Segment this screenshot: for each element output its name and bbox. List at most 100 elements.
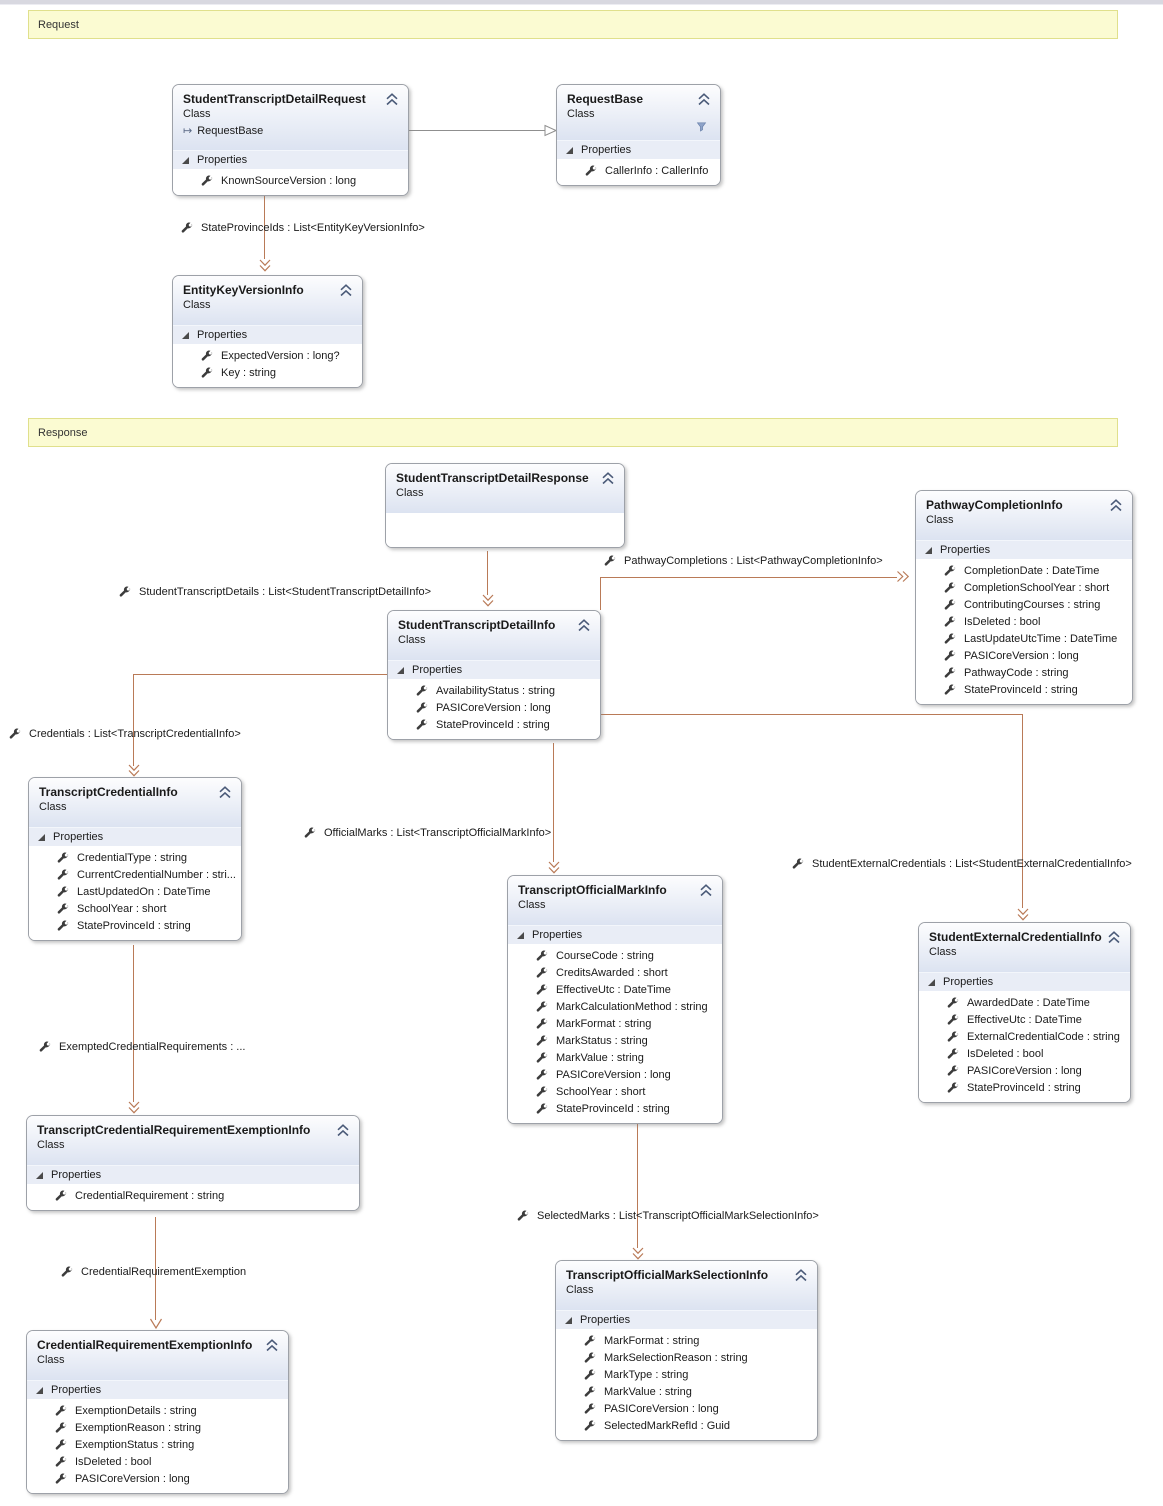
property-row[interactable]: IsDeleted : bool	[27, 1453, 288, 1470]
class-box-transcript-credential-info[interactable]: TranscriptCredentialInfo Class Propertie…	[28, 777, 242, 941]
property-row[interactable]: CredentialRequirement : string	[27, 1187, 359, 1204]
expander-icon[interactable]	[182, 156, 189, 164]
property-row[interactable]: CreditsAwarded : short	[508, 964, 722, 981]
property-row[interactable]: ExternalCredentialCode : string	[919, 1028, 1130, 1045]
property-row[interactable]: EffectiveUtc : DateTime	[919, 1011, 1130, 1028]
property-row[interactable]: KnownSourceVersion : long	[173, 172, 408, 189]
property-row[interactable]: MarkType : string	[556, 1366, 817, 1383]
collapse-chevron-icon[interactable]	[699, 884, 713, 897]
properties-bar[interactable]: Properties	[388, 660, 600, 679]
property-text: ExpectedVersion : long?	[221, 349, 340, 362]
properties-bar[interactable]: Properties	[29, 827, 241, 846]
property-row[interactable]: CallerInfo : CallerInfo	[557, 162, 720, 179]
class-box-student-external-credential-info[interactable]: StudentExternalCredentialInfo Class Prop…	[918, 922, 1131, 1103]
collapse-chevron-icon[interactable]	[218, 786, 232, 799]
collapse-chevron-icon[interactable]	[336, 1124, 350, 1137]
class-box-transcript-credential-requirement-exemption-info[interactable]: TranscriptCredentialRequirementExemption…	[26, 1115, 360, 1211]
property-row[interactable]: StateProvinceId : string	[388, 716, 600, 733]
property-row[interactable]: PASICoreVersion : long	[556, 1400, 817, 1417]
property-row[interactable]: ContributingCourses : string	[916, 596, 1132, 613]
property-row[interactable]: CompletionSchoolYear : short	[916, 579, 1132, 596]
properties-bar[interactable]: Properties	[916, 540, 1132, 559]
properties-bar[interactable]: Properties	[27, 1165, 359, 1184]
property-row[interactable]: ExemptionReason : string	[27, 1419, 288, 1436]
property-row[interactable]: CompletionDate : DateTime	[916, 562, 1132, 579]
properties-bar[interactable]: Properties	[27, 1380, 288, 1399]
properties-bar[interactable]: Properties	[556, 1310, 817, 1329]
expander-icon[interactable]	[38, 833, 45, 841]
property-row[interactable]: MarkValue : string	[508, 1049, 722, 1066]
property-row[interactable]: ExemptionStatus : string	[27, 1436, 288, 1453]
property-row[interactable]: SelectedMarkRefId : Guid	[556, 1417, 817, 1434]
class-box-transcript-official-mark-info[interactable]: TranscriptOfficialMarkInfo Class Propert…	[507, 875, 723, 1124]
properties-bar[interactable]: Properties	[173, 150, 408, 169]
property-row[interactable]: PASICoreVersion : long	[919, 1062, 1130, 1079]
expander-icon[interactable]	[517, 931, 524, 939]
property-row[interactable]: PASICoreVersion : long	[916, 647, 1132, 664]
collapse-chevron-icon[interactable]	[577, 619, 591, 632]
class-title: TranscriptOfficialMarkSelectionInfo	[566, 1268, 769, 1282]
property-row[interactable]: CourseCode : string	[508, 947, 722, 964]
class-title: PathwayCompletionInfo	[926, 498, 1063, 512]
collapse-chevron-icon[interactable]	[1107, 931, 1121, 944]
properties-bar[interactable]: Properties	[919, 972, 1130, 991]
property-row[interactable]: ExemptionDetails : string	[27, 1402, 288, 1419]
class-box-student-transcript-detail-request[interactable]: StudentTranscriptDetailRequest Class ↦ R…	[172, 84, 409, 196]
property-row[interactable]: AvailabilityStatus : string	[388, 682, 600, 699]
property-row[interactable]: StateProvinceId : string	[916, 681, 1132, 698]
class-box-student-transcript-detail-response[interactable]: StudentTranscriptDetailResponse Class	[385, 463, 625, 548]
property-row[interactable]: IsDeleted : bool	[916, 613, 1132, 630]
class-box-entity-key-version-info[interactable]: EntityKeyVersionInfo Class Properties Ex…	[172, 275, 363, 388]
property-row[interactable]: StateProvinceId : string	[29, 917, 241, 934]
property-row[interactable]: IsDeleted : bool	[919, 1045, 1130, 1062]
property-row[interactable]: MarkCalculationMethod : string	[508, 998, 722, 1015]
property-row[interactable]: EffectiveUtc : DateTime	[508, 981, 722, 998]
expander-icon[interactable]	[36, 1171, 43, 1179]
property-row[interactable]: StateProvinceId : string	[508, 1100, 722, 1117]
collapse-chevron-icon[interactable]	[265, 1339, 279, 1352]
collapse-chevron-icon[interactable]	[794, 1269, 808, 1282]
property-row[interactable]: PASICoreVersion : long	[388, 699, 600, 716]
class-box-transcript-official-mark-selection-info[interactable]: TranscriptOfficialMarkSelectionInfo Clas…	[555, 1260, 818, 1441]
class-box-pathway-completion-info[interactable]: PathwayCompletionInfo Class Properties C…	[915, 490, 1133, 705]
property-row[interactable]: CredentialType : string	[29, 849, 241, 866]
property-row[interactable]: MarkFormat : string	[508, 1015, 722, 1032]
list-arrow-icon	[547, 861, 561, 874]
property-row[interactable]: SchoolYear : short	[29, 900, 241, 917]
collapse-chevron-icon[interactable]	[385, 93, 399, 106]
expander-icon[interactable]	[397, 666, 404, 674]
property-row[interactable]: LastUpdatedOn : DateTime	[29, 883, 241, 900]
class-box-credential-requirement-exemption-info[interactable]: CredentialRequirementExemptionInfo Class…	[26, 1330, 289, 1494]
expander-icon[interactable]	[566, 146, 573, 154]
property-row[interactable]: ExpectedVersion : long?	[173, 347, 362, 364]
expander-icon[interactable]	[182, 331, 189, 339]
property-row[interactable]: MarkValue : string	[556, 1383, 817, 1400]
properties-bar[interactable]: Properties	[173, 325, 362, 344]
expander-icon[interactable]	[925, 546, 932, 554]
properties-bar[interactable]: Properties	[508, 925, 722, 944]
class-box-student-transcript-detail-info[interactable]: StudentTranscriptDetailInfo Class Proper…	[387, 610, 601, 740]
expander-icon[interactable]	[928, 978, 935, 986]
property-row[interactable]: MarkSelectionReason : string	[556, 1349, 817, 1366]
property-row[interactable]: PathwayCode : string	[916, 664, 1132, 681]
property-row[interactable]: PASICoreVersion : long	[508, 1066, 722, 1083]
property-row[interactable]: MarkStatus : string	[508, 1032, 722, 1049]
property-row[interactable]: PASICoreVersion : long	[27, 1470, 288, 1487]
property-row[interactable]: LastUpdateUtcTime : DateTime	[916, 630, 1132, 647]
connector-label-text: StudentExternalCredentials : List<Studen…	[812, 857, 1132, 870]
collapse-chevron-icon[interactable]	[339, 284, 353, 297]
expander-icon[interactable]	[565, 1316, 572, 1324]
expander-icon[interactable]	[36, 1386, 43, 1394]
class-box-request-base[interactable]: RequestBase Class Properties CallerInfo …	[556, 84, 721, 186]
property-row[interactable]: CurrentCredentialNumber : stri...	[29, 866, 241, 883]
property-row[interactable]: MarkFormat : string	[556, 1332, 817, 1349]
collapse-chevron-icon[interactable]	[601, 472, 615, 485]
property-row[interactable]: Key : string	[173, 364, 362, 381]
property-row[interactable]: AwardedDate : DateTime	[919, 994, 1130, 1011]
collapse-chevron-icon[interactable]	[1109, 499, 1123, 512]
filter-icon[interactable]	[695, 120, 708, 133]
property-row[interactable]: StateProvinceId : string	[919, 1079, 1130, 1096]
property-row[interactable]: SchoolYear : short	[508, 1083, 722, 1100]
collapse-chevron-icon[interactable]	[697, 93, 711, 106]
properties-bar[interactable]: Properties	[557, 140, 720, 159]
